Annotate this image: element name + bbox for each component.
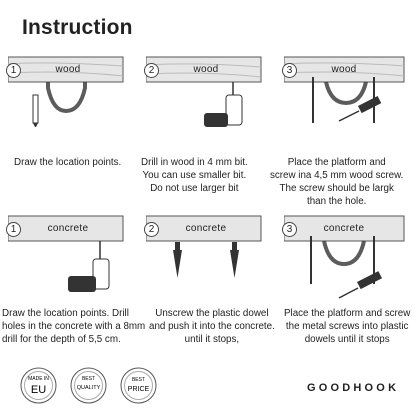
svg-text:PRICE: PRICE: [128, 386, 150, 393]
svg-text:BEST: BEST: [82, 376, 95, 382]
page-title: Instruction: [22, 16, 133, 39]
drill-icon: [204, 82, 243, 127]
svg-text:EU: EU: [31, 384, 46, 396]
material-label: concrete: [47, 223, 89, 234]
material-label: wood: [193, 64, 219, 75]
step-number: 3: [282, 63, 297, 78]
step-concrete-1: 1 concrete: [6, 214, 128, 292]
material-label: wood: [55, 64, 81, 75]
best-quality-badge: BEST QUALITY: [70, 367, 107, 404]
material-label: wood: [331, 64, 357, 75]
screwdriver-icon: [338, 96, 382, 122]
dowel-icon: [173, 242, 182, 278]
step-wood-3: 3 wood: [282, 55, 405, 127]
step-concrete-3: 3 concrete: [282, 214, 405, 299]
made-in-eu-badge: MADE IN EU: [20, 367, 57, 404]
step-number: 3: [282, 222, 297, 237]
dowel-icon: [230, 242, 239, 278]
screwdriver-icon: [338, 271, 383, 299]
drill-icon: [68, 241, 110, 292]
step-caption: Unscrew the plastic dowel and push it in…: [149, 308, 275, 345]
step-caption: Draw the location points.: [14, 157, 122, 168]
step-caption: Place the platform and screw ina 4,5 mm …: [270, 157, 404, 207]
step-number: 1: [6, 222, 21, 237]
brand-logo: GOODHOOK: [307, 382, 400, 394]
svg-text:QUALITY: QUALITY: [77, 385, 101, 391]
step-number: 2: [144, 222, 159, 237]
step-caption: Draw the location points. Drill holes in…: [2, 308, 146, 345]
material-label: concrete: [185, 223, 227, 234]
material-label: concrete: [323, 223, 365, 234]
step-number: 2: [144, 63, 159, 78]
dowel-concrete-illustration: [146, 215, 262, 278]
screw-concrete-illustration: [284, 215, 405, 299]
step-caption: Place the platform and screw the metal s…: [284, 308, 411, 345]
svg-text:MADE IN: MADE IN: [28, 376, 49, 382]
step-concrete-2: 2 concrete: [144, 214, 266, 286]
drill-concrete-illustration: [8, 215, 124, 292]
svg-text:BEST: BEST: [132, 377, 145, 383]
pencil-icon: [32, 94, 39, 127]
step-number: 1: [6, 63, 21, 78]
best-price-badge: BEST PRICE: [120, 367, 157, 404]
step-wood-1: 1 wood: [6, 55, 128, 127]
step-caption: Drill in wood in 4 mm bit. You can use s…: [141, 157, 248, 194]
step-wood-2: 2 wood: [144, 55, 266, 127]
drill-wood-illustration: [146, 56, 262, 127]
screw-wood-illustration: [284, 56, 405, 123]
